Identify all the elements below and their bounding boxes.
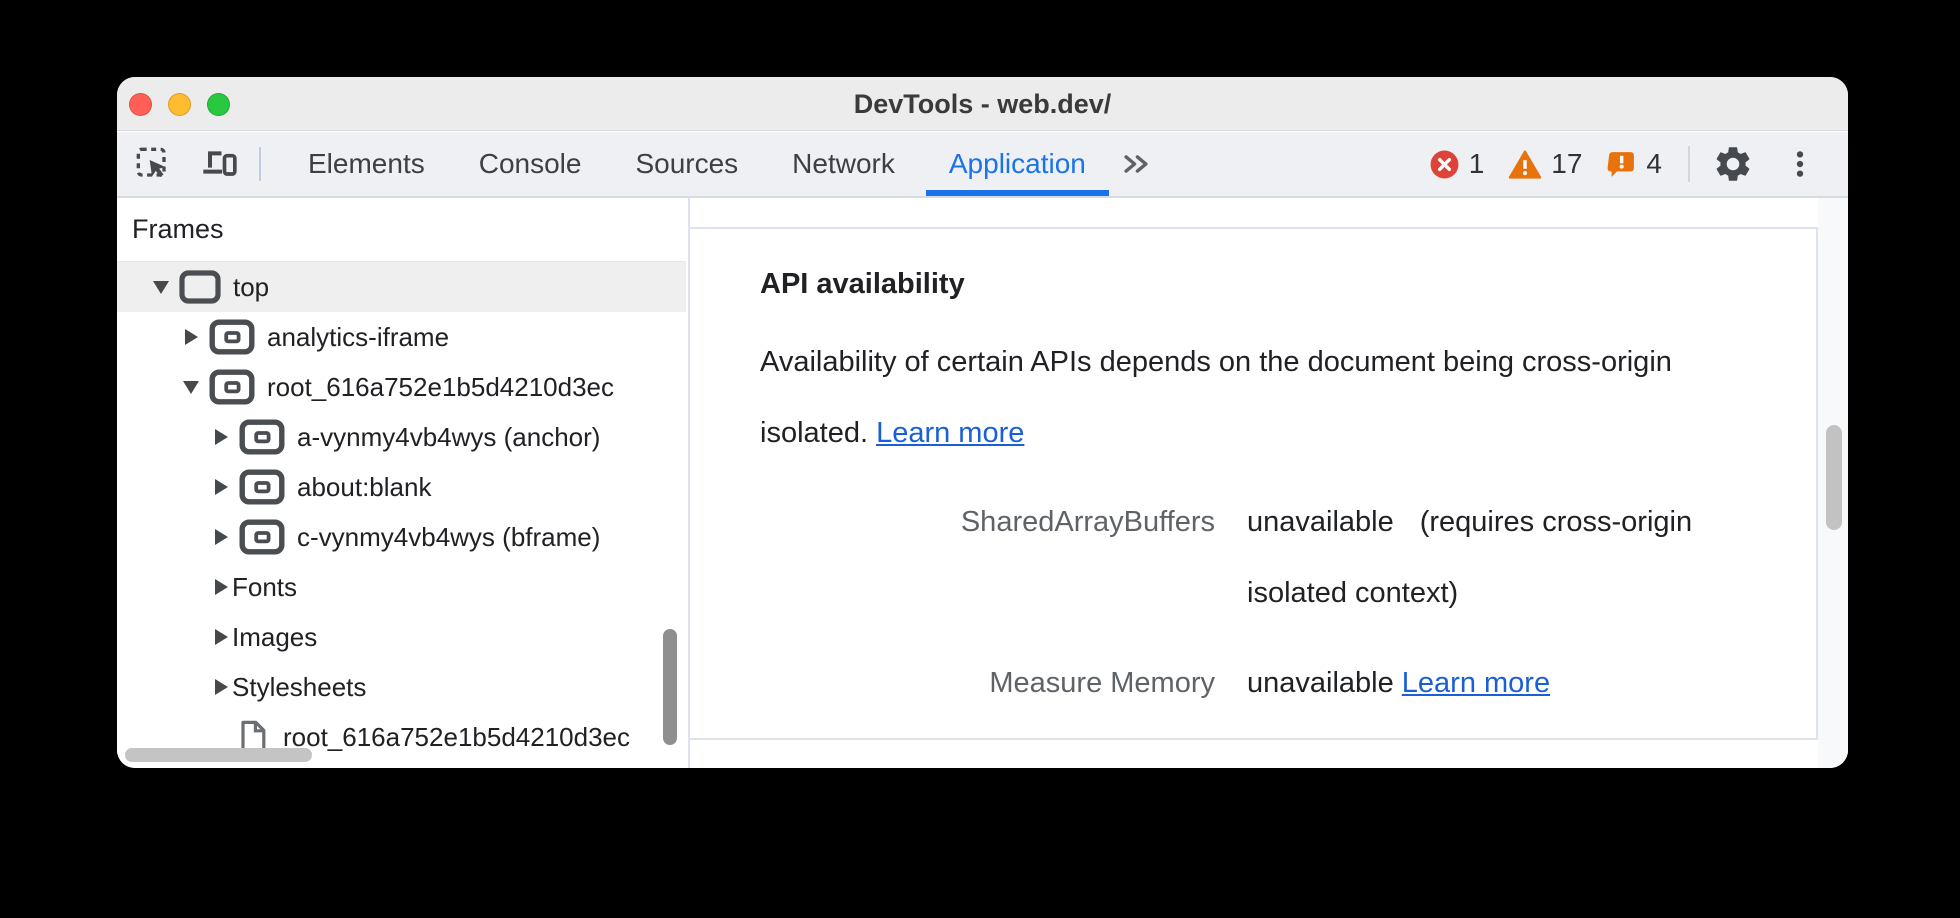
toolbar-right-group: 1 17 [1405,143,1818,185]
field-value: unavailable(requires cross-origin isolat… [1247,487,1746,629]
toolbar-divider [259,147,261,181]
disclosure-triangle-icon[interactable] [213,479,229,495]
more-tabs-button[interactable] [1119,147,1153,181]
disclosure-triangle-icon[interactable] [213,629,229,645]
iframe-icon [239,519,285,555]
tree-row-images[interactable]: Images [117,612,686,662]
device-toolbar-icon [199,144,239,184]
tree-row-root-frame[interactable]: root_616a752e1b5d4210d3ec [117,362,686,412]
issues-icon [1606,149,1637,180]
error-badge[interactable]: 1 [1429,148,1485,180]
api-availability-section: API availability Availability of certain… [690,227,1818,740]
application-sidebar: Frames top analytics-iframe [117,198,686,768]
sidebar-vertical-scrollbar[interactable] [663,629,677,745]
disclosure-triangle-icon[interactable] [213,679,229,695]
field-note: (requires cross-origin isolated context) [1247,506,1693,609]
iframe-icon [209,369,255,405]
error-count: 1 [1468,148,1485,179]
tree-row-label: a-vynmy4vb4wys (anchor) [297,421,601,452]
disclosure-triangle-icon[interactable] [183,380,199,394]
disclosure-triangle-icon[interactable] [153,280,169,294]
more-options-button[interactable] [1782,146,1818,182]
chevrons-right-icon [1119,147,1153,181]
frame-details-panel: API availability Availability of certain… [688,198,1848,768]
field-row-measure-memory: Measure Memory unavailable Learn more [760,648,1746,719]
frames-tree: top analytics-iframe root_616a752e1b5d42… [117,262,686,762]
tab-elements[interactable]: Elements [308,148,425,179]
iframe-icon [239,419,285,455]
document-icon [239,720,267,754]
field-value-text: unavailable [1247,506,1394,538]
tree-row-label: c-vynmy4vb4wys (bframe) [297,521,601,552]
disclosure-triangle-icon[interactable] [213,529,229,545]
iframe-icon [239,469,285,505]
tab-application[interactable]: Application [922,132,1113,196]
section-heading: API availability [760,268,965,300]
devtools-window: DevTools - web.dev/ [117,77,1848,768]
disclosure-triangle-icon[interactable] [213,579,229,595]
inspect-element-button[interactable] [133,144,173,184]
field-label: SharedArrayBuffers [960,506,1215,538]
learn-more-link[interactable]: Learn more [876,417,1025,449]
close-traffic-light[interactable] [129,92,152,116]
warning-icon [1508,149,1542,180]
error-icon [1429,149,1460,180]
disclosure-triangle-icon[interactable] [183,329,199,345]
learn-more-link[interactable]: Learn more [1401,667,1551,699]
frame-icon [179,270,221,304]
tree-row-label: Stylesheets [232,671,367,702]
tree-row-label: about:blank [297,471,432,502]
warning-badge[interactable]: 17 [1508,148,1582,180]
main-vertical-scrollbar[interactable] [1826,425,1842,530]
toggle-device-toolbar-button[interactable] [199,144,239,184]
inspect-icon [133,144,173,184]
tree-row-stylesheets[interactable]: Stylesheets [117,662,686,712]
tree-row-fonts[interactable]: Fonts [117,562,686,612]
api-fields: SharedArrayBuffers unavailable(requires … [760,487,1746,719]
disclosure-triangle-icon[interactable] [213,429,229,445]
tree-row-bframe[interactable]: c-vynmy4vb4wys (bframe) [117,512,686,562]
gear-icon [1712,143,1754,185]
description-text: Availability of certain APIs depends on … [760,346,1672,449]
field-value-text: unavailable [1247,667,1394,699]
frames-section-header: Frames [117,198,686,262]
panel-tabs: Elements Console Sources Network Applica… [281,132,1113,196]
window-title: DevTools - web.dev/ [853,88,1112,119]
tree-row-label: root_616a752e1b5d4210d3ec [267,371,615,402]
tree-row-label: top [233,271,270,302]
iframe-icon [209,319,255,355]
tree-row-label: analytics-iframe [267,321,450,352]
title-bar: DevTools - web.dev/ [117,77,1848,131]
field-row-sharedarraybuffers: SharedArrayBuffers unavailable(requires … [760,487,1746,629]
field-value: unavailable Learn more [1247,648,1550,719]
kebab-menu-icon [1782,146,1818,182]
section-description: Availability of certain APIs depends on … [760,327,1746,469]
tree-row-label: root_616a752e1b5d4210d3ec [283,721,631,752]
devtools-toolbar: Elements Console Sources Network Applica… [117,132,1848,198]
toolbar-divider [1688,146,1690,182]
settings-button[interactable] [1712,143,1754,185]
sidebar-horizontal-scrollbar[interactable] [125,748,312,762]
issues-badge[interactable]: 4 [1606,148,1662,180]
zoom-traffic-light[interactable] [207,92,230,116]
tree-row-label: Fonts [232,571,298,602]
traffic-lights [129,77,230,131]
tree-row-stylesheet-resource[interactable]: root_616a752e1b5d4210d3ec [117,712,686,762]
minimize-traffic-light[interactable] [168,92,191,116]
tree-row-anchor-frame[interactable]: a-vynmy4vb4wys (anchor) [117,412,686,462]
tree-row-top[interactable]: top [117,262,686,312]
tree-row-analytics-iframe[interactable]: analytics-iframe [117,312,686,362]
tab-network[interactable]: Network [792,148,895,179]
warning-count: 17 [1551,148,1583,179]
tree-row-about-blank[interactable]: about:blank [117,462,686,512]
tab-sources[interactable]: Sources [635,148,739,179]
field-label: Measure Memory [989,667,1215,699]
issues-count: 4 [1646,148,1662,179]
tab-console[interactable]: Console [478,148,582,179]
tree-row-label: Images [232,621,318,652]
